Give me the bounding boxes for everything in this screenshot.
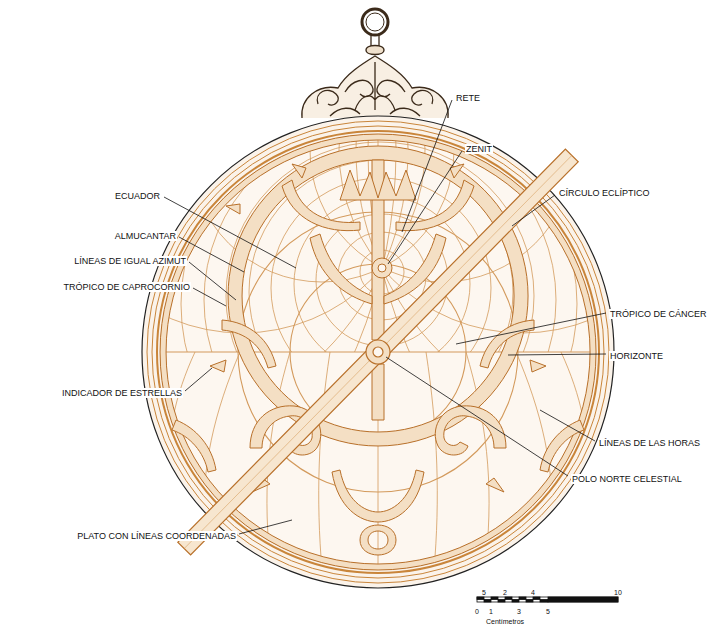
rule <box>178 149 578 555</box>
part-label-box: LÍNEAS DE IGUAL AZIMUT <box>73 250 187 268</box>
part-label: ALMUCANTAR <box>114 231 177 241</box>
scale-number-box: 1 <box>489 600 493 618</box>
part-label: RETE <box>455 93 481 103</box>
azimuth-lines <box>150 120 610 352</box>
scale-number-box: 5 <box>482 581 486 599</box>
scale-number: 2 <box>503 589 507 596</box>
part-label: CÍRCULO ECLÍPTICO <box>558 188 651 198</box>
part-label-box: ALMUCANTAR <box>114 225 177 243</box>
part-label: ECUADOR <box>114 191 161 201</box>
part-label: TRÓPICO DE CAPROCORNIO <box>62 282 191 292</box>
part-label-box: POLO NORTE CELESTIAL <box>571 468 683 486</box>
part-label: INDICADOR DE ESTRELLAS <box>61 388 183 398</box>
part-label-box: TRÓPICO DE CAPROCORNIO <box>62 276 191 294</box>
mater <box>142 116 614 588</box>
scale-number: 5 <box>546 608 550 615</box>
part-label: LÍNEAS DE IGUAL AZIMUT <box>73 256 187 266</box>
part-label: LÍNEAS DE LAS HORAS <box>598 438 701 448</box>
leader-lines <box>164 100 606 534</box>
part-label-box: INDICADOR DE ESTRELLAS <box>61 382 183 400</box>
rete <box>160 134 596 570</box>
scale-bar <box>477 597 618 602</box>
scale-number: 4 <box>531 589 535 596</box>
part-label-box: CÍRCULO ECLÍPTICO <box>558 182 651 200</box>
part-label: ZENIT <box>465 144 493 154</box>
scale-number-box: 0 <box>475 600 479 618</box>
scale-number: 1 <box>489 608 493 615</box>
almucantar-lines <box>181 120 577 352</box>
star-pointer <box>226 204 240 214</box>
part-label-box: RETE <box>455 87 481 105</box>
scale-number: 5 <box>482 589 486 596</box>
star-pointer <box>210 360 226 372</box>
part-label-box: HORIZONTE <box>609 345 664 363</box>
part-label-box: PLATO CON LÍNEAS COORDENADAS <box>76 525 237 543</box>
scale-number-box: 3 <box>517 600 521 618</box>
part-label-box: TRÓPICO DE CÁNCER <box>609 303 708 321</box>
scale-number: 0 <box>475 608 479 615</box>
part-label: POLO NORTE CELESTIAL <box>571 474 683 484</box>
scale-number-box: 4 <box>531 581 535 599</box>
star-pointer <box>486 478 504 492</box>
scale-number-box: 10 <box>614 581 622 599</box>
scale-number: 10 <box>614 589 622 596</box>
star-pointer <box>530 360 546 372</box>
part-label-box: ZENIT <box>465 138 493 156</box>
scale-unit: Centímetros <box>486 618 524 625</box>
scale-number-box: 2 <box>503 581 507 599</box>
part-label: TRÓPICO DE CÁNCER <box>609 309 708 319</box>
part-label: HORIZONTE <box>609 351 664 361</box>
part-label-box: ECUADOR <box>114 185 161 203</box>
part-label: PLATO CON LÍNEAS COORDENADAS <box>76 531 237 541</box>
star-pointer <box>292 164 306 178</box>
crown <box>302 9 448 118</box>
part-label-box: LÍNEAS DE LAS HORAS <box>598 432 701 450</box>
scale-number-box: 5 <box>546 600 550 618</box>
center-pin <box>366 340 390 364</box>
scale-unit-box: Centímetros <box>486 610 524 628</box>
scale-number: 3 <box>517 608 521 615</box>
